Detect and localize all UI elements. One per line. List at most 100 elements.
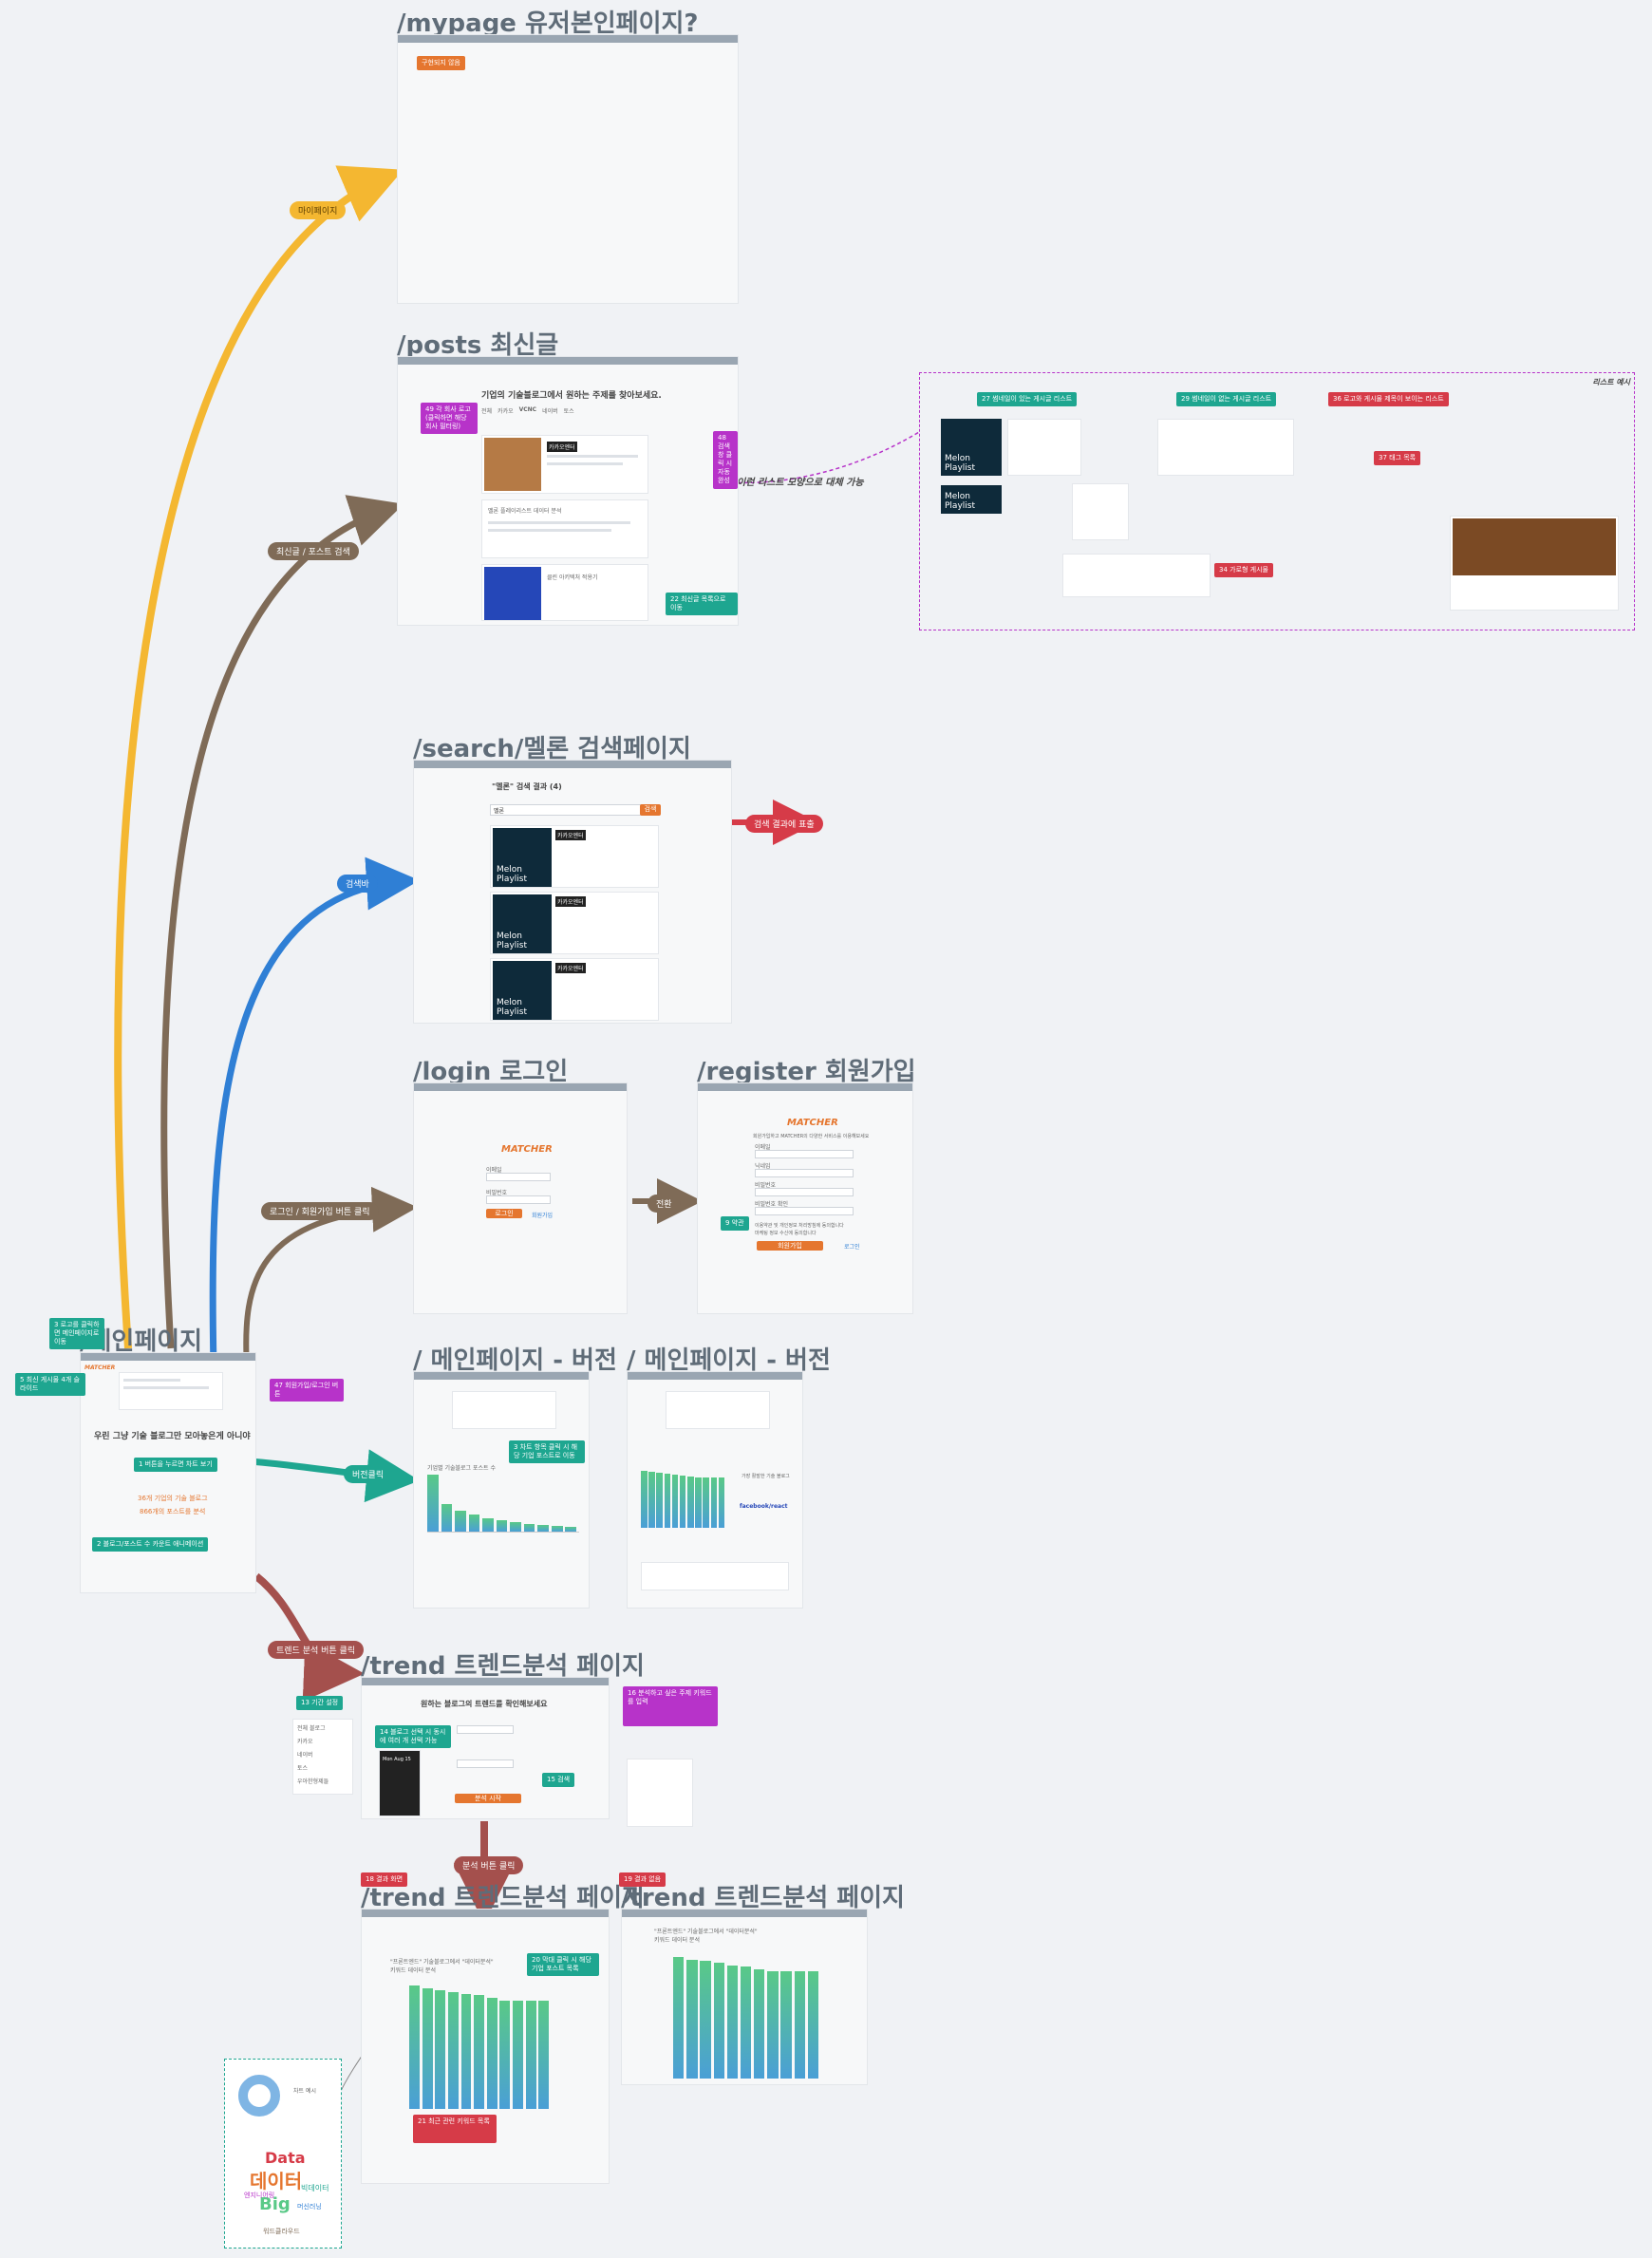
main-v2-slider[interactable] — [452, 1391, 556, 1429]
chart-bar[interactable] — [525, 2000, 536, 2109]
chart-bar[interactable] — [641, 1471, 648, 1528]
trend-title: /trend 트렌드분석 페이지 — [361, 1652, 645, 1681]
chart-bar[interactable] — [474, 1995, 485, 2109]
list-card-1[interactable] — [1007, 419, 1081, 476]
signup-link[interactable]: 회원가입 — [532, 1213, 554, 1219]
chart-bar[interactable] — [409, 1985, 420, 2109]
chart-bar[interactable] — [695, 1477, 702, 1528]
login-email-input[interactable] — [486, 1173, 551, 1181]
chart-bar[interactable] — [648, 1472, 655, 1528]
register-password-confirm-input[interactable] — [755, 1207, 854, 1215]
chart-bar[interactable] — [673, 1957, 685, 2079]
list-card-2[interactable] — [1157, 419, 1294, 476]
tab-naver[interactable]: 네이버 — [542, 408, 558, 415]
search-result-1[interactable]: Melon Playlist 카카오엔터 — [490, 825, 659, 888]
register-label-password: 비밀번호 — [755, 1182, 777, 1189]
search-input[interactable]: 멜론 — [490, 804, 642, 816]
tab-vcnc[interactable]: VCNC — [518, 406, 537, 413]
dropdown-item[interactable]: 네이버 — [297, 1752, 313, 1759]
chart-bar[interactable] — [468, 1515, 480, 1532]
wordcloud-caption: 차트 예시 — [293, 2088, 316, 2095]
chart-bar[interactable] — [523, 1523, 535, 1532]
login-password-input[interactable] — [486, 1195, 551, 1204]
post-card-3[interactable]: 클린 아키텍처 적용기 — [481, 564, 648, 621]
chart-bar[interactable] — [455, 1511, 466, 1532]
chart-bar[interactable] — [726, 1965, 739, 2079]
chart-bar[interactable] — [700, 1960, 711, 2079]
dropdown-item[interactable]: 전체 블로그 — [297, 1725, 326, 1732]
dropdown-item[interactable]: 카카오 — [297, 1739, 313, 1745]
chart-bar[interactable] — [780, 1971, 792, 2079]
register-nickname-input[interactable] — [755, 1169, 854, 1177]
trend-frame: 원하는 블로그의 트렌드를 확인해보세요 Mon Aug 15 분석 시작 14… — [361, 1677, 610, 1819]
list-card-5[interactable] — [1450, 516, 1619, 611]
chart-bar[interactable] — [703, 1477, 709, 1528]
main-logo[interactable]: MATCHER — [84, 1364, 116, 1371]
trend-analyze-button[interactable]: 분석 시작 — [455, 1794, 521, 1803]
chart-bar[interactable] — [710, 1477, 718, 1528]
tab-kakao[interactable]: 카카오 — [497, 408, 514, 415]
chart-bar[interactable] — [513, 2000, 523, 2109]
chart-bar[interactable] — [537, 1524, 549, 1532]
trend-blog-select[interactable] — [457, 1725, 514, 1734]
list-note-29: 29 썸네일이 없는 게시글 리스트 — [1176, 392, 1277, 407]
register-email-input[interactable] — [755, 1150, 854, 1158]
list-card-3[interactable] — [1072, 483, 1129, 540]
chart-bar[interactable] — [718, 1477, 725, 1528]
chart-bar[interactable] — [754, 1968, 765, 2079]
chart-bar[interactable] — [664, 1474, 671, 1528]
register-login-link[interactable]: 로그인 — [844, 1244, 860, 1251]
chart-bar[interactable] — [486, 1998, 497, 2109]
main-slider[interactable] — [119, 1372, 223, 1410]
tab-all[interactable]: 전체 — [481, 408, 493, 415]
chart-bar[interactable] — [551, 1526, 563, 1532]
login-button[interactable]: 로그인 — [486, 1209, 522, 1218]
chart-bar[interactable] — [656, 1472, 663, 1528]
register-terms-2[interactable]: 마케팅 정보 수신에 동의합니다 — [755, 1231, 817, 1236]
main-v3-card[interactable] — [641, 1562, 789, 1590]
register-submit[interactable]: 회원가입 — [757, 1241, 823, 1251]
chart-bar[interactable] — [499, 2000, 511, 2109]
main-v3-slider[interactable] — [666, 1391, 770, 1429]
chart-bar[interactable] — [686, 1959, 698, 2079]
trend-calendar[interactable]: Mon Aug 15 — [379, 1750, 421, 1816]
register-label-password-confirm: 비밀번호 확인 — [755, 1201, 789, 1208]
chart-bar[interactable] — [807, 1971, 819, 2079]
main-v3-company[interactable]: facebook/react — [740, 1503, 788, 1510]
chart-bar[interactable] — [482, 1517, 494, 1532]
login-logo[interactable]: MATCHER — [501, 1144, 553, 1155]
trend-note-14: 14 블로그 선택 시 동시에 여러 개 선택 가능 — [375, 1725, 451, 1749]
chart-bar[interactable] — [447, 1991, 459, 2109]
chart-bar[interactable] — [435, 1990, 446, 2109]
trend-dropdown-left[interactable]: 전체 블로그 카카오 네이버 토스 우아한형제들 — [292, 1719, 353, 1795]
trend-dropdown-right[interactable] — [627, 1759, 693, 1827]
chart-bar[interactable] — [510, 1522, 521, 1532]
register-logo[interactable]: MATCHER — [787, 1118, 838, 1128]
post-card-1[interactable]: 카카오엔터 — [481, 435, 648, 494]
chart-bar[interactable] — [441, 1504, 453, 1532]
list-card-4[interactable] — [1062, 554, 1211, 597]
chart-bar[interactable] — [427, 1475, 439, 1532]
search-result-3[interactable]: Melon Playlist 카카오엔터 — [490, 958, 659, 1021]
post-card-2[interactable]: 멜론 플레이리스트 데이터 분석 — [481, 499, 648, 558]
tab-toss[interactable]: 토스 — [563, 408, 574, 415]
trend-keyword-input[interactable] — [457, 1759, 514, 1768]
search-result-2[interactable]: Melon Playlist 카카오엔터 — [490, 892, 659, 954]
dropdown-item[interactable]: 토스 — [297, 1765, 309, 1772]
chart-bar[interactable] — [422, 1987, 433, 2109]
chart-bar[interactable] — [565, 1526, 577, 1532]
chart-bar[interactable] — [794, 1971, 805, 2079]
chart-bar[interactable] — [460, 1994, 472, 2109]
chart-bar[interactable] — [687, 1477, 694, 1528]
chart-bar[interactable] — [740, 1966, 752, 2079]
search-button[interactable]: 검색 — [640, 804, 661, 816]
dropdown-item[interactable]: 우아한형제들 — [297, 1778, 329, 1785]
chart-bar[interactable] — [713, 1963, 724, 2079]
chart-bar[interactable] — [679, 1475, 686, 1528]
chart-bar[interactable] — [496, 1520, 508, 1532]
register-terms-1[interactable]: 이용약관 및 개인정보 처리방침에 동의합니다 — [755, 1223, 844, 1229]
register-password-input[interactable] — [755, 1188, 854, 1196]
chart-bar[interactable] — [671, 1475, 679, 1528]
chart-bar[interactable] — [767, 1971, 779, 2079]
chart-bar[interactable] — [538, 2000, 550, 2109]
